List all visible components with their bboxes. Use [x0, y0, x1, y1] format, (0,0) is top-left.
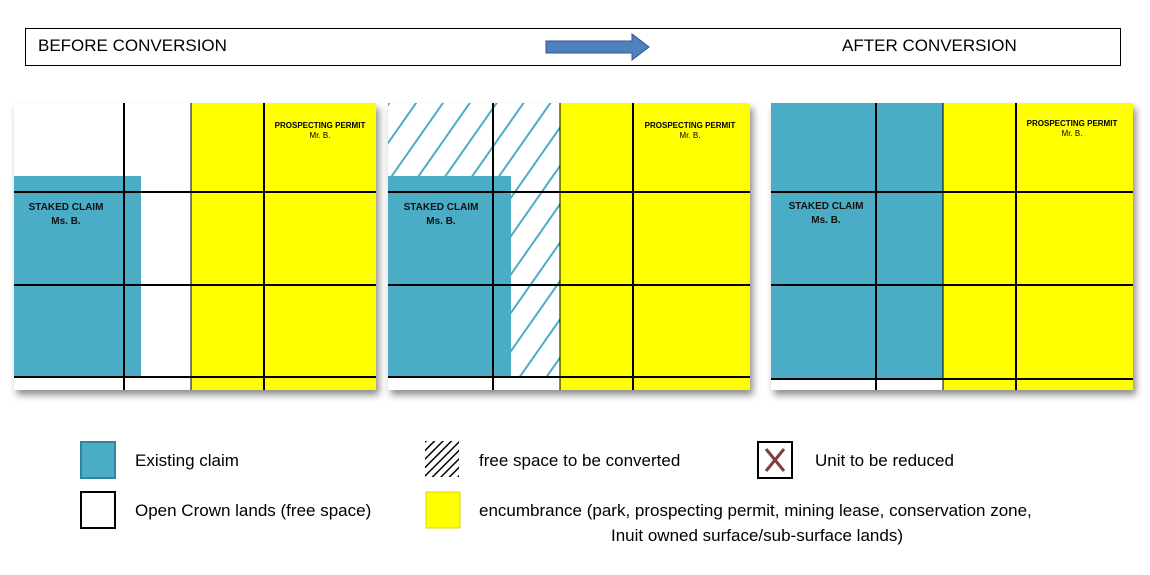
open-crown-swatch [80, 491, 116, 534]
existing-claim-swatch [80, 441, 116, 484]
legend-open-crown: Open Crown lands (free space) [135, 501, 372, 520]
legend-free-space-converted: free space to be converted [479, 451, 681, 470]
claim-label: STAKED CLAIM Ms. B. [388, 201, 496, 229]
before-panel: PROSPECTING PERMIT Mr. B. STAKED CLAIM M… [14, 103, 376, 390]
permit-label: PROSPECTING PERMIT Mr. B. [1012, 119, 1132, 139]
before-conversion-label: BEFORE CONVERSION [38, 36, 227, 55]
x-box-icon [757, 441, 793, 484]
encumbrance-swatch [425, 491, 461, 534]
hatch-swatch-icon [425, 441, 459, 482]
permit-owner: Mr. B. [309, 131, 331, 140]
conversion-panel: PROSPECTING PERMIT Mr. B. STAKED CLAIM M… [388, 103, 750, 390]
legend-existing-claim: Existing claim [135, 451, 239, 470]
permit-title: PROSPECTING PERMIT [274, 121, 366, 130]
permit-owner: Mr. B. [1061, 129, 1083, 138]
claim-label: STAKED CLAIM Ms. B. [14, 201, 121, 229]
claim-title: STAKED CLAIM [403, 202, 479, 213]
after-panel: PROSPECTING PERMIT Mr. B. STAKED CLAIM M… [771, 103, 1133, 390]
claim-owner: Ms. B. [811, 215, 841, 226]
conversion-header: BEFORE CONVERSION AFTER CONVERSION [25, 28, 1121, 66]
legend-unit-reduced: Unit to be reduced [815, 451, 954, 470]
claim-label: STAKED CLAIM Ms. B. [771, 200, 881, 228]
legend-encumbrance-line2: Inuit owned surface/sub-surface lands) [611, 526, 903, 545]
permit-label: PROSPECTING PERMIT Mr. B. [260, 121, 376, 141]
permit-title: PROSPECTING PERMIT [644, 121, 736, 130]
claim-owner: Ms. B. [51, 216, 81, 227]
after-conversion-label: AFTER CONVERSION [842, 36, 1017, 55]
legend-encumbrance-line1: encumbrance (park, prospecting permit, m… [479, 501, 1032, 520]
permit-title: PROSPECTING PERMIT [1026, 119, 1118, 128]
permit-label: PROSPECTING PERMIT Mr. B. [630, 121, 750, 141]
claim-owner: Ms. B. [426, 216, 456, 227]
claim-title: STAKED CLAIM [788, 201, 864, 212]
right-arrow-icon [544, 32, 652, 66]
permit-owner: Mr. B. [679, 131, 701, 140]
claim-title: STAKED CLAIM [28, 202, 104, 213]
